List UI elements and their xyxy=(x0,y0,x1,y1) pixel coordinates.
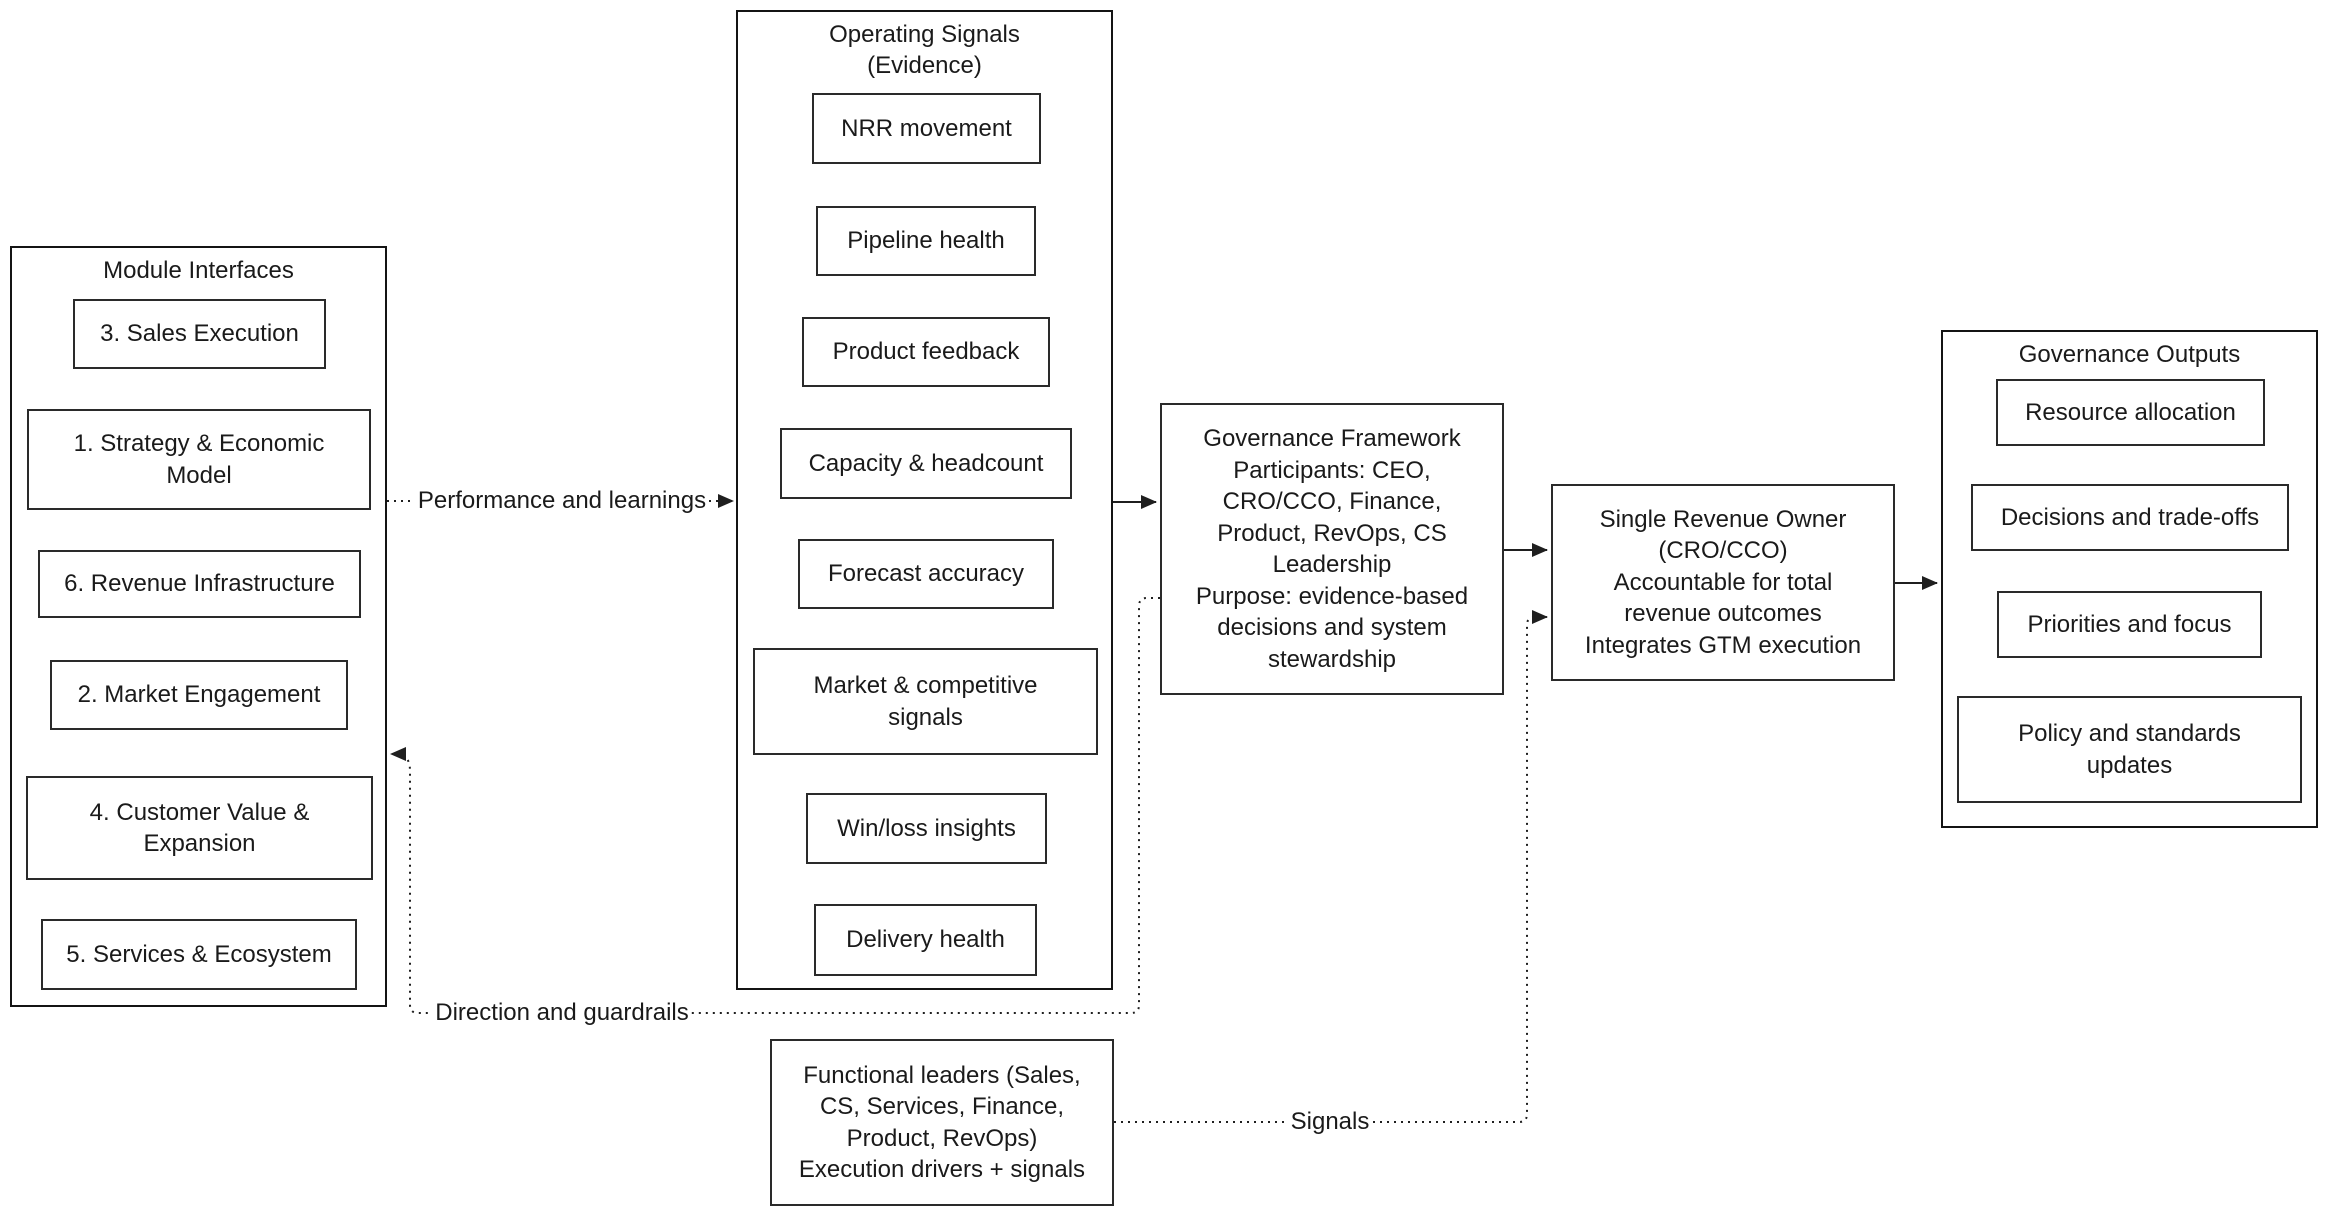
node-nrr-movement: NRR movement xyxy=(812,93,1041,164)
edge-label-performance-and-learnings: Performance and learnings xyxy=(414,486,710,516)
node-services-ecosystem: 5. Services & Ecosystem xyxy=(41,919,357,990)
node-single-revenue-owner: Single Revenue Owner (CRO/CCO) Accountab… xyxy=(1551,484,1895,681)
operating-signals-title: Operating Signals (Evidence) xyxy=(829,21,1020,79)
node-resource-allocation: Resource allocation xyxy=(1996,379,2265,446)
node-customer-value-expansion: 4. Customer Value & Expansion xyxy=(26,776,373,880)
node-priorities-focus: Priorities and focus xyxy=(1997,591,2262,658)
edge-label-signals: Signals xyxy=(1287,1107,1373,1137)
node-product-feedback: Product feedback xyxy=(802,317,1050,387)
node-decisions-trade-offs: Decisions and trade-offs xyxy=(1971,484,2289,551)
node-capacity-headcount: Capacity & headcount xyxy=(780,428,1072,499)
node-delivery-health: Delivery health xyxy=(814,904,1037,976)
node-policy-standards-updates: Policy and standards updates xyxy=(1957,696,2302,803)
module-interfaces-title: Module Interfaces xyxy=(103,257,294,284)
node-market-competitive-signals: Market & competitive signals xyxy=(753,648,1098,755)
governance-outputs-title: Governance Outputs xyxy=(2018,341,2241,368)
node-sales-execution: 3. Sales Execution xyxy=(73,299,326,369)
module-interfaces-cluster: Module Interfaces xyxy=(10,246,387,1007)
node-strategy-economic-model: 1. Strategy & Economic Model xyxy=(27,409,371,510)
node-win-loss-insights: Win/loss insights xyxy=(806,793,1047,864)
node-functional-leaders: Functional leaders (Sales, CS, Services,… xyxy=(770,1039,1114,1206)
node-revenue-infrastructure: 6. Revenue Infrastructure xyxy=(38,550,361,618)
node-governance-framework: Governance Framework Participants: CEO, … xyxy=(1160,403,1504,695)
edge-label-direction-and-guardrails: Direction and guardrails xyxy=(432,998,692,1028)
node-market-engagement: 2. Market Engagement xyxy=(50,660,348,730)
node-pipeline-health: Pipeline health xyxy=(816,206,1036,276)
node-forecast-accuracy: Forecast accuracy xyxy=(798,539,1054,609)
